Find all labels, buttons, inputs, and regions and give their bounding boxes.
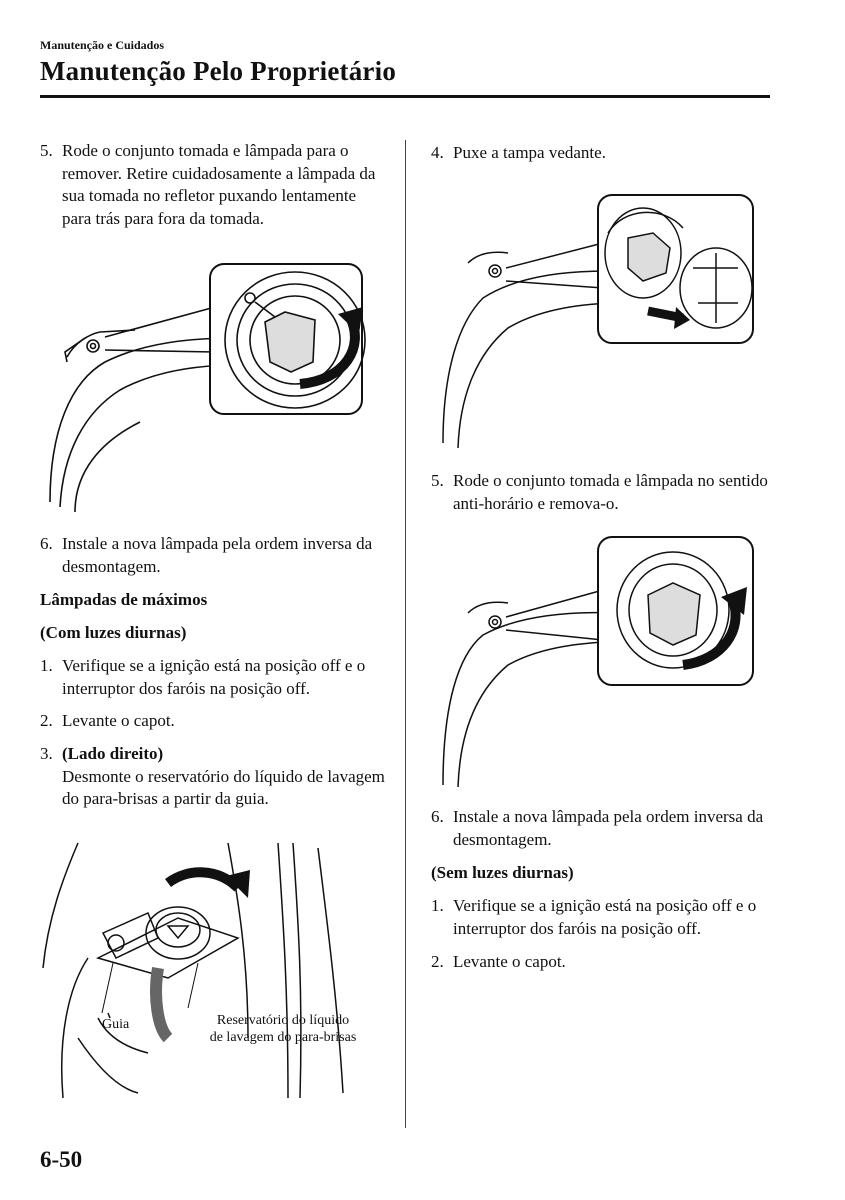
- heading-with-drl: (Com luzes diurnas): [40, 623, 187, 642]
- step-text: Desmonte o reservatório do líquido de la…: [62, 766, 385, 809]
- step-text: Levante o capot.: [62, 711, 175, 730]
- step-text: Verifique se a ignição está na posição o…: [62, 656, 366, 698]
- caption-reservoir-line-2: de lavagem do para-brisas: [209, 1030, 357, 1045]
- right-sub-step-1: 1. Verifique se a ignição está na posiçã…: [431, 895, 776, 940]
- step-number: 1.: [40, 656, 53, 675]
- right-step-5: 5. Rode o conjunto tomada e lâmpada no s…: [431, 470, 776, 515]
- step-number: 2.: [40, 711, 53, 730]
- bulb-socket-rotate-illustration: [49, 263, 366, 513]
- step-number: 6.: [40, 534, 53, 553]
- step-number: 3.: [40, 744, 53, 763]
- right-step-6: 6. Instale a nova lâmpada pela ordem inv…: [431, 806, 776, 851]
- page-title: Manutenção Pelo Proprietário: [40, 56, 397, 86]
- step-text: Instale a nova lâmpada pela ordem invers…: [453, 807, 764, 849]
- step-number: 4.: [431, 143, 444, 162]
- page-number: 6-50: [40, 1147, 83, 1172]
- left-sub-step-2: 2. Levante o capot.: [40, 710, 385, 733]
- caption-guide: Guia: [102, 1017, 130, 1032]
- step-number: 1.: [431, 896, 444, 915]
- step-number: 6.: [431, 807, 444, 826]
- title-rule: [40, 95, 770, 98]
- right-step-4: 4. Puxe a tampa vedante.: [431, 142, 776, 165]
- step-text: Rode o conjunto tomada e lâmpada para o …: [62, 141, 376, 228]
- step-text: Puxe a tampa vedante.: [453, 143, 606, 162]
- washer-reservoir-illustration: [42, 842, 344, 1099]
- step-number: 2.: [431, 952, 444, 971]
- socket-counterclockwise-illustration: [442, 536, 754, 788]
- column-divider: [405, 140, 406, 1128]
- caption-reservoir: Reservatório do líquido de lavagem do pa…: [188, 1012, 378, 1046]
- step-text: Levante o capot.: [453, 952, 566, 971]
- left-step-5: 5. Rode o conjunto tomada e lâmpada para…: [40, 140, 385, 230]
- heading-high-beam: Lâmpadas de máximos: [40, 590, 208, 609]
- step-text: Verifique se a ignição está na posição o…: [453, 896, 757, 938]
- right-sub-step-2: 2. Levante o capot.: [431, 951, 776, 974]
- step-number: 5.: [40, 141, 53, 160]
- left-sub-step-3: 3. (Lado direito) Desmonte o reservatóri…: [40, 743, 390, 811]
- step-label-text: (Lado direito): [62, 744, 164, 763]
- step-text: Rode o conjunto tomada e lâmpada no sent…: [453, 471, 768, 513]
- heading-without-drl: (Sem luzes diurnas): [431, 863, 574, 882]
- step-text: Instale a nova lâmpada pela ordem invers…: [62, 534, 373, 576]
- seal-cap-removal-illustration: [442, 194, 754, 449]
- step-number: 5.: [431, 471, 444, 490]
- left-step-6: 6. Instale a nova lâmpada pela ordem inv…: [40, 533, 385, 578]
- section-header: Manutenção e Cuidados: [40, 38, 165, 52]
- caption-reservoir-line-1: Reservatório do líquido: [216, 1013, 350, 1028]
- left-sub-step-1: 1. Verifique se a ignição está na posiçã…: [40, 655, 385, 700]
- step-label: (Lado direito): [40, 743, 390, 766]
